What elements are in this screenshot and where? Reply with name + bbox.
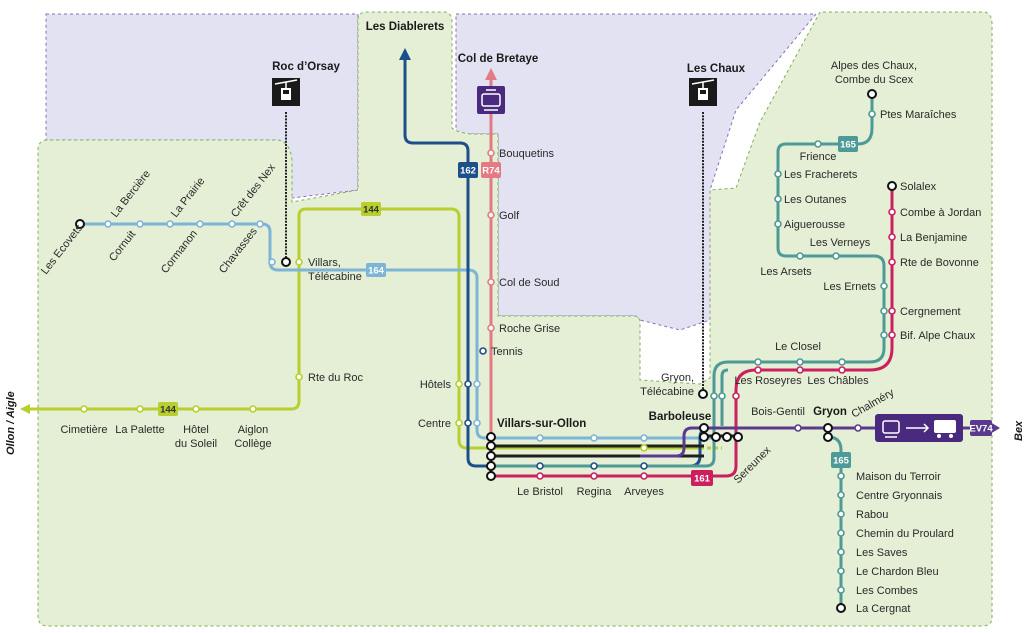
- station-golf: Golf: [499, 210, 520, 222]
- terminal-chaux: Les Chaux: [687, 63, 746, 75]
- badge-144: 144: [363, 205, 380, 216]
- station-combe-jordan: Combe à Jordan: [900, 207, 981, 219]
- line-ev74: [640, 426, 876, 458]
- station-cergnement: Cergnement: [900, 306, 961, 318]
- station-barboleuse: Barboleuse: [649, 411, 712, 423]
- station-tennis: Tennis: [491, 346, 523, 358]
- station-aiguerousse: Aiguerousse: [784, 219, 845, 231]
- station-bristol: Le Bristol: [517, 486, 563, 498]
- station-frience: Frience: [800, 151, 837, 163]
- station-verneys: Les Verneys: [810, 237, 871, 249]
- station-gryon: Gryon: [813, 406, 847, 418]
- station-saves: Les Saves: [856, 547, 908, 559]
- badge-144: 144: [160, 405, 177, 416]
- station-palette: La Palette: [115, 424, 165, 436]
- badge-164: 164: [368, 266, 385, 277]
- badge-165: 165: [840, 140, 857, 151]
- line-161: [491, 186, 894, 478]
- station-rte-bovonne: Rte de Bovonne: [900, 257, 979, 269]
- station-fracherets: Les Fracherets: [784, 169, 858, 181]
- station-closel: Le Closel: [775, 341, 821, 353]
- station-rte-roc: Rte du Roc: [308, 372, 364, 384]
- terminal-bretaye: Col de Bretaye: [458, 53, 539, 65]
- station-aiglon-2: Collège: [234, 438, 271, 450]
- station-villars-tc-2: Télécabine: [308, 271, 362, 283]
- station-villars-ollon: Villars-sur-Ollon: [497, 418, 586, 430]
- arrow-diablerets: [399, 48, 411, 60]
- station-maison-terroir: Maison du Terroir: [856, 471, 941, 483]
- terminal-alpes-2: Combe du Scex: [835, 74, 914, 86]
- badge-161: 161: [694, 474, 711, 485]
- badge-162: 162: [460, 166, 476, 177]
- station-regina: Regina: [577, 486, 613, 498]
- station-solalex: Solalex: [900, 181, 937, 193]
- arrow-bex: [990, 422, 1000, 434]
- badge-165: 165: [833, 456, 850, 467]
- station-ernets: Les Ernets: [823, 281, 876, 293]
- stops-black: [75, 89, 897, 613]
- arrow-left: [20, 404, 30, 414]
- station-benjamine: La Benjamine: [900, 232, 967, 244]
- station-ptes-maraiches: Ptes Maraîches: [880, 109, 957, 121]
- cog-train-icon: [477, 86, 505, 114]
- station-cergnat: La Cergnat: [856, 603, 910, 615]
- station-aiglon-1: Aiglon: [238, 424, 269, 436]
- station-outanes: Les Outanes: [784, 194, 847, 206]
- station-chardon: Le Chardon Bleu: [856, 566, 939, 578]
- station-hotels: Hôtels: [420, 379, 452, 391]
- arrow-bretaye: [485, 68, 497, 80]
- station-bif-alpe: Bif. Alpe Chaux: [900, 330, 976, 342]
- station-villars-tc-1: Villars,: [308, 257, 341, 269]
- station-gryon-tc-2: Télécabine: [640, 386, 694, 398]
- station-col-soud: Col de Soud: [499, 277, 560, 289]
- badge-ev74: EV74: [969, 424, 993, 435]
- station-arsets: Les Arsets: [760, 266, 812, 278]
- station-bois-gentil: Bois-Gentil: [751, 406, 805, 418]
- station-hotel-soleil-2: du Soleil: [175, 438, 217, 450]
- station-chables: Les Châbles: [807, 375, 869, 387]
- lift-roc: [285, 112, 704, 394]
- zone-green: [37, 11, 993, 627]
- station-chemin-proulard: Chemin du Proulard: [856, 528, 954, 540]
- station-hotel-soleil-1: Hôtel: [183, 424, 209, 436]
- terminal-diablerets: Les Diablerets: [366, 21, 445, 33]
- station-centre-gryonnais: Centre Gryonnais: [856, 490, 943, 502]
- station-arveyes: Arveyes: [624, 486, 664, 498]
- station-cimetiere: Cimetière: [60, 424, 107, 436]
- cable-car-icon: [272, 78, 300, 106]
- station-centre: Centre: [418, 418, 451, 430]
- train-to-bus-icon: [875, 414, 963, 442]
- cable-car-icon: [689, 78, 717, 106]
- station-bouquetins: Bouquetins: [499, 148, 555, 160]
- terminal-alpes-1: Alpes des Chaux,: [831, 60, 917, 72]
- badge-r74: R74: [482, 166, 500, 177]
- terminal-roc: Roc d’Orsay: [272, 61, 340, 73]
- station-combes: Les Combes: [856, 585, 918, 597]
- station-rabou: Rabou: [856, 509, 888, 521]
- stops-small: [80, 110, 896, 594]
- edge-label-bex: Bex: [1013, 420, 1024, 441]
- edge-label-ollon: Ollon / Aigle: [5, 391, 17, 455]
- station-roseyres: Les Roseyres: [734, 375, 802, 387]
- station-roche-grise: Roche Grise: [499, 323, 560, 335]
- station-gryon-tc-1: Gryon,: [661, 372, 694, 384]
